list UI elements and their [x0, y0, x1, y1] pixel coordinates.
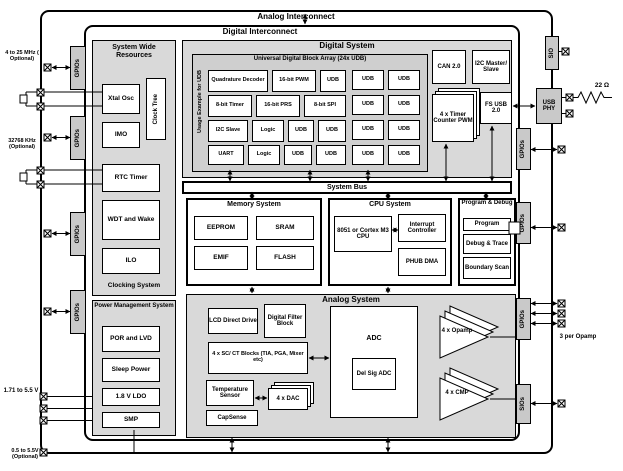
udb-logic: Logic [252, 120, 284, 142]
program-block: Program [463, 218, 511, 231]
udb-quadrature-decoder: Quadrature Decoder [208, 70, 268, 92]
opamp-pins-note: 3 per Opamp [559, 334, 597, 340]
udb-block: UDB [352, 95, 384, 115]
analog-system-title: Analog System [322, 295, 380, 304]
clocking-system-label: Clocking System [107, 282, 161, 289]
ilo-block: ILO [102, 248, 160, 274]
crystal-icon [19, 94, 28, 104]
sio-pin-top: SIO [545, 36, 559, 70]
udb-block: UDB [388, 145, 420, 165]
system-wide-resources-title: System Wide Resources [112, 44, 156, 59]
i2c-block: I2C Master/ Slave [472, 50, 510, 84]
temperature-sensor-block: Temperature Sensor [206, 380, 254, 406]
debug-trace-block: Debug & Trace [463, 234, 511, 254]
gpio-pin-right-3: GPIOs [516, 298, 531, 340]
resistor-icon [573, 90, 612, 105]
udb-block: UDB [288, 120, 314, 142]
cmp-block: 4 x CMP [436, 366, 502, 422]
capsense-block: CapSense [206, 410, 258, 426]
udb-uart: UART [208, 145, 244, 165]
gpio-pin-right-1: GPIOs [516, 128, 531, 170]
vdd-range-note: 1.71 to 5.5 V [3, 388, 39, 394]
flash-block: FLASH [256, 246, 314, 270]
usb-resistor-note: 22 Ω [594, 82, 610, 89]
phub-dma-block: PHUB DMA [398, 248, 446, 276]
sram-block: SRAM [256, 216, 314, 240]
gpio-pin-left-1: GPIOs [70, 46, 86, 90]
clock-tree-block: Clock Tree [146, 78, 166, 140]
udb-block: UDB [284, 145, 312, 165]
digital-filter-block: Digital Filter Block [264, 304, 306, 338]
udb-block: UDB [352, 145, 384, 165]
dac-block: 4 x DAC [268, 382, 314, 410]
fs-usb-block: FS USB 2.0 [480, 92, 512, 124]
udb-8bit-spi: 8-bit SPI [304, 95, 346, 117]
udb-8bit-timer: 8-bit Timer [208, 95, 252, 117]
cpu-system-title: CPU System [369, 201, 411, 208]
xtal-osc-block: Xtal Osc [102, 84, 140, 114]
scct-blocks: 4 x SC/ CT Blocks (TIA, PGA, Mixer etc) [208, 342, 308, 374]
eeprom-block: EEPROM [194, 216, 248, 240]
sio-pin-bottom: SIOs [516, 384, 531, 424]
udb-block: UDB [320, 70, 346, 92]
digital-interconnect-label: Digital Interconnect [195, 27, 325, 37]
smp-block: SMP [102, 412, 160, 428]
memory-system-panel [186, 198, 322, 286]
usb-phy-pin: USB PHY [536, 88, 562, 124]
boundary-scan-block: Boundary Scan [463, 257, 511, 279]
gpio-pin-right-2: GPIOs [516, 202, 531, 244]
ldo-block: 1.8 V LDO [102, 388, 160, 406]
memory-system-title: Memory System [227, 201, 281, 208]
xtal-mhz-note: 4 to 25 MHz ( Optional) [5, 50, 39, 63]
por-lvd-block: POR and LVD [102, 326, 160, 352]
udb-16bit-pwm: 16-bit PWM [272, 70, 316, 92]
gpio-pin-left-2: GPIOs [70, 116, 86, 160]
system-bus: System Bus [182, 181, 512, 194]
xtal-khz-note: 32768 KHz (Optional) [8, 138, 36, 151]
emif-block: EMIF [194, 246, 248, 270]
clock-tree-label: Clock Tree [152, 93, 159, 125]
udb-block: UDB [318, 120, 346, 142]
udb-block: UDB [316, 145, 346, 165]
lcd-direct-drive-block: LCD Direct Drive [208, 308, 258, 334]
udb-i2c-slave: I2C Slave [208, 120, 248, 142]
digital-system-title: Digital System [319, 41, 375, 50]
can-block: CAN 2.0 [432, 50, 466, 84]
udb-array-title: Universal Digital Block Array (24x UDB) [253, 56, 367, 62]
imo-block: IMO [102, 122, 140, 148]
gpio-pin-left-4: GPIOs [70, 290, 86, 334]
wdt-wake-block: WDT and Wake [102, 200, 160, 240]
power-management-title: Power Management System [94, 303, 174, 309]
cmp-triangle-icon [439, 367, 500, 421]
udb-usage-label: Usage Example for UDB [196, 70, 203, 133]
rtc-timer-block: RTC Timer [102, 164, 160, 192]
udb-block: UDB [388, 120, 420, 140]
udb-block: UDB [352, 70, 384, 90]
gpio-pin-left-3: GPIOs [70, 212, 86, 256]
udb-block: UDB [352, 120, 384, 140]
udb-block: UDB [388, 70, 420, 90]
opamp-block: 4 x Opamp [436, 304, 502, 360]
crystal-icon [19, 172, 28, 182]
sleep-power-block: Sleep Power [102, 358, 160, 382]
smp-range-note: 0.5 to 5.5V (Optional) [11, 448, 39, 461]
cpu-core-block: 8051 or Cortex M3 CPU [334, 216, 392, 252]
interrupt-controller-block: Interrupt Controller [398, 214, 446, 242]
udb-block: UDB [388, 95, 420, 115]
program-debug-title: Program & Debug [461, 200, 513, 206]
udb-16bit-prs: 16-bit PRS [256, 95, 300, 117]
del-sig-adc-block: Del Sig ADC [352, 358, 396, 390]
udb-logic: Logic [248, 145, 280, 165]
timer-counter-pwm-block: 4 x Timer Counter PWM [432, 88, 480, 142]
analog-interconnect-label: Analog Interconnect [257, 12, 335, 21]
opamp-triangle-icon [439, 305, 500, 359]
